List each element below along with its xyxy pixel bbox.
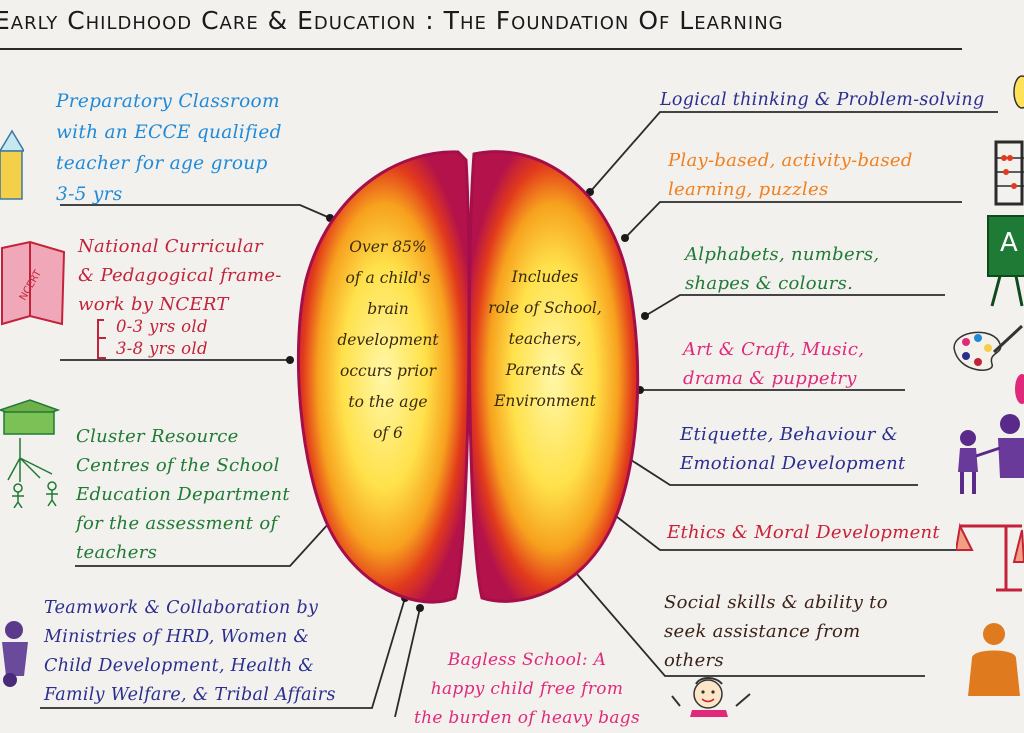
title-underline — [0, 48, 962, 50]
note-preparatory: Preparatory Classroom with an ECCE quali… — [56, 91, 282, 205]
note-etiquette: Etiquette, Behaviour & Emotional Develop… — [680, 424, 906, 474]
alphabet-board-icon: A — [986, 214, 1024, 307]
connector-lines — [40, 111, 998, 717]
ncert-age-3-8: 3-8 yrs old — [116, 339, 208, 358]
ncert-age-bracket — [97, 319, 106, 359]
ministries-person-icon — [2, 621, 28, 687]
ncert-age-0-3: 0-3 yrs old — [116, 317, 208, 336]
cluster-centre-icon — [0, 399, 61, 508]
abacus-icon — [994, 140, 1024, 206]
puppet-figure-icon — [1015, 374, 1024, 404]
note-art: Art & Craft, Music, drama & puppetry — [683, 339, 865, 389]
page-title: Early Childhood Care & Education : The F… — [0, 6, 784, 35]
board-letter: A — [1000, 228, 1018, 258]
brain-illustration — [296, 150, 640, 604]
school-building-icon — [0, 129, 24, 200]
note-cluster: Cluster Resource Centres of the School E… — [76, 426, 290, 563]
brain-right-text: Includes role of School, teachers, Paren… — [488, 268, 602, 410]
note-bagless: Bagless School: A happy child free from … — [413, 650, 640, 728]
brain-right-lobe — [467, 150, 640, 603]
scales-of-justice-icon — [956, 522, 1024, 592]
happy-child-icon — [671, 677, 751, 717]
lightbulb-icon — [1013, 75, 1024, 109]
brain-left-text: Over 85% of a child's brain development … — [337, 238, 439, 442]
note-alphabets: Alphabets, numbers, shapes & colours. — [685, 244, 880, 294]
social-person-icon — [968, 623, 1020, 696]
note-ncert: National Curricular & Pedagogical frame-… — [78, 236, 282, 315]
note-play: Play-based, activity-based learning, puz… — [668, 150, 913, 200]
parent-child-icon — [958, 414, 1024, 494]
note-ethics: Ethics & Moral Development — [667, 522, 940, 543]
note-social: Social skills & ability to seek assistan… — [664, 592, 888, 671]
ncert-book-icon: NCERT — [0, 240, 66, 326]
paint-palette-icon — [953, 324, 1024, 371]
brain-left-lobe — [296, 150, 471, 604]
note-teamwork: Teamwork & Collaboration by Ministries o… — [44, 598, 336, 705]
note-logical: Logical thinking & Problem-solving — [660, 90, 985, 110]
